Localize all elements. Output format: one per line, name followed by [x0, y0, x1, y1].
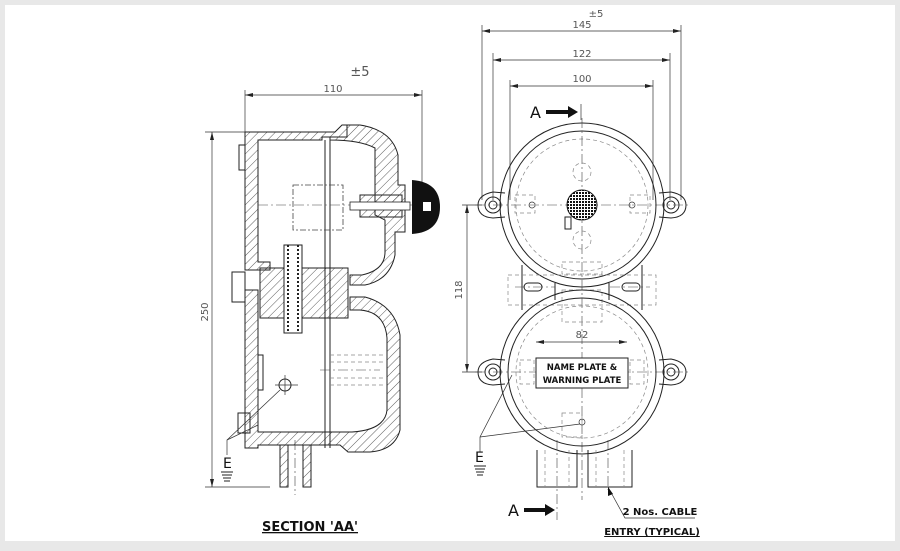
- side-lug: [231, 271, 246, 303]
- dim-tolerance-label: ±5: [350, 65, 369, 80]
- upper-cover-wall: [329, 124, 406, 286]
- dimension-145: 145 ±5: [481, 9, 682, 200]
- dimension-height: 250: [200, 131, 270, 488]
- dim-110-label: 110: [323, 84, 342, 95]
- top-lug: [238, 144, 246, 171]
- section-marker-top-label: A: [530, 103, 541, 122]
- dimension-82: 82: [536, 330, 627, 344]
- section-view: 110 ±5 250: [200, 65, 440, 535]
- lower-cover-wall: [329, 296, 401, 453]
- cable-note-line2: ENTRY (TYPICAL): [604, 527, 700, 538]
- section-marker-top: A: [530, 103, 582, 122]
- internal-component: [292, 184, 344, 231]
- nameplate-line2: WARNING PLATE: [543, 376, 622, 386]
- cable-entry-left: [279, 444, 289, 488]
- drawing-card: [5, 5, 895, 541]
- dim-122-label: 122: [572, 49, 591, 60]
- cable-entry-right: [302, 444, 312, 488]
- dim-250-label: 250: [200, 302, 211, 321]
- dim-145-tolerance: ±5: [589, 9, 604, 20]
- name-plate: NAME PLATE & WARNING PLATE: [535, 357, 629, 389]
- dim-118-label: 118: [454, 280, 465, 299]
- dimension-122: 122: [492, 49, 671, 200]
- section-marker-bottom: A: [508, 501, 555, 520]
- upper-enclosure: [475, 118, 690, 500]
- dimension-100: 100: [509, 74, 654, 200]
- earth-label: E: [223, 456, 232, 472]
- cable-entry-note: 2 Nos. CABLE ENTRY (TYPICAL): [604, 486, 700, 538]
- dim-100-label: 100: [572, 74, 591, 85]
- earth-symbol-front: E: [474, 374, 581, 476]
- terminal-stack: [287, 245, 299, 333]
- section-title: SECTION 'AA': [262, 520, 358, 535]
- dimension-118: 118: [454, 204, 482, 373]
- push-button-mesh: [566, 189, 598, 221]
- cable-entries: [536, 440, 633, 520]
- cable-note-line1: 2 Nos. CABLE: [623, 507, 698, 518]
- front-view: 145 ±5 122 100 118: [454, 9, 700, 538]
- lower-enclosure: [475, 289, 690, 455]
- dimension-width: 110 ±5: [244, 65, 423, 190]
- nameplate-line1: NAME PLATE &: [547, 363, 618, 373]
- dim-145-label: 145: [572, 20, 591, 31]
- central-flange: [259, 267, 349, 319]
- earth-symbol: E: [221, 389, 281, 482]
- dim-82-label: 82: [576, 330, 589, 341]
- body-link: [507, 265, 657, 323]
- earth-label-front: E: [475, 450, 484, 466]
- push-button: [349, 180, 440, 234]
- lower-internal-dashed: [320, 354, 385, 386]
- section-marker-bottom-label: A: [508, 501, 519, 520]
